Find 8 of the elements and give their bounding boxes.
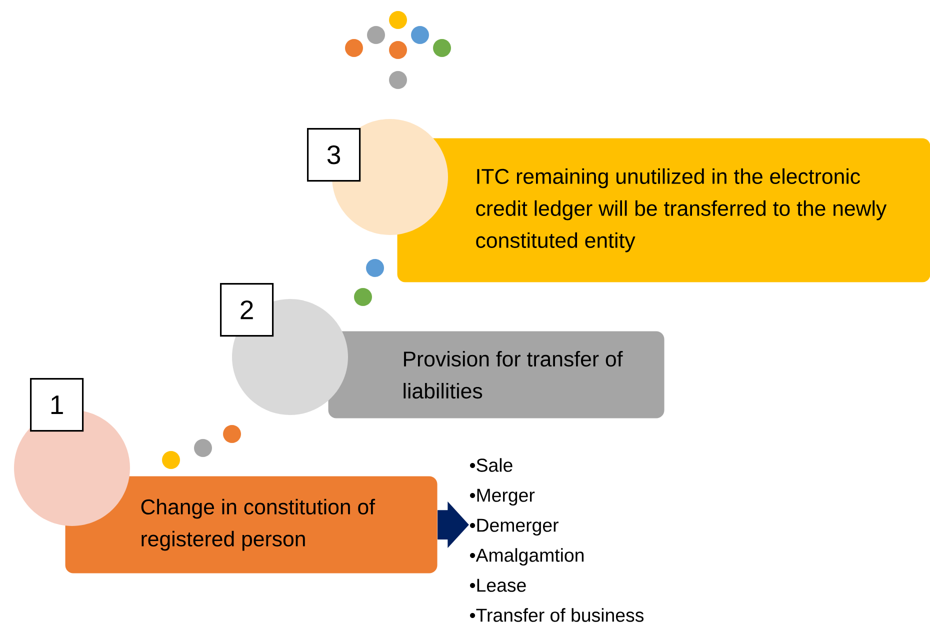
step-box: ITC remaining unutilized in the electronic credit ledger will be transferred to the newly constituted entity xyxy=(397,138,930,282)
number-box: 1 xyxy=(30,378,84,432)
bullet-list: •Sale •Merger •Demerger •Amalgamtion •Lease •Transfer of business xyxy=(470,458,644,622)
step-box: Provision for transfer of liabilities xyxy=(328,331,664,418)
step-box: Change in constitution of registered person xyxy=(65,476,438,574)
number-box: 2 xyxy=(220,283,274,337)
number-box: 3 xyxy=(307,128,361,182)
step-circle xyxy=(232,299,348,415)
